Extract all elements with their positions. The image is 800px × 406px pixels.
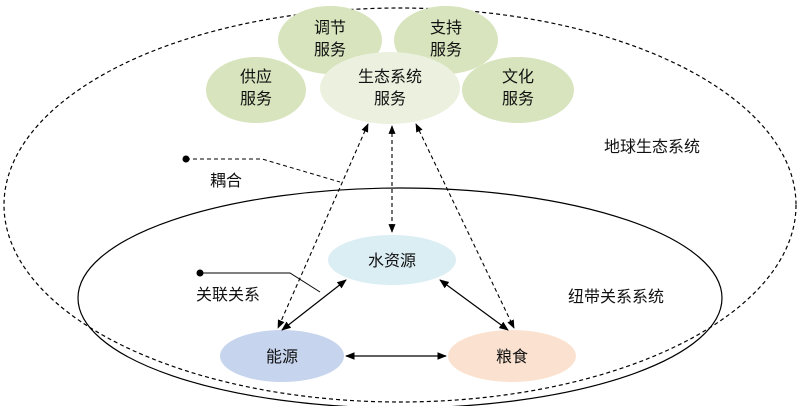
water-food-arrow-icon	[439, 279, 509, 331]
food-node	[448, 330, 576, 382]
earth-ecosystem-boundary	[3, 7, 797, 403]
core-ecosystem-service-node	[320, 52, 460, 124]
core-service-label-2: 服务	[374, 89, 406, 108]
core-service-label-1: 生态系统	[358, 67, 422, 86]
service-food-dashed-arrow-icon	[415, 123, 515, 329]
energy-node	[220, 330, 344, 382]
food-label: 粮食	[496, 347, 528, 366]
provisioning-service-label-2: 服务	[240, 89, 272, 108]
regulating-service-label-2: 服务	[314, 40, 346, 59]
cultural-service-label-2: 服务	[502, 89, 534, 108]
nexus-system-label: 纽带关系系统	[568, 287, 664, 306]
regulating-service-label-1: 调节	[314, 18, 346, 37]
cultural-service-node	[462, 57, 574, 123]
water-label: 水资源	[368, 251, 416, 270]
energy-label: 能源	[266, 347, 298, 366]
supporting-service-label-1: 支持	[430, 18, 462, 37]
provisioning-service-label-1: 供应	[240, 67, 272, 86]
nexus-system-boundary	[77, 187, 723, 406]
water-energy-arrow-icon	[281, 279, 347, 331]
coupling-label: 耦合	[210, 171, 242, 190]
provisioning-service-node	[206, 57, 306, 123]
relation-label: 关联关系	[196, 285, 260, 304]
supporting-service-label-2: 服务	[430, 40, 462, 59]
cultural-service-label-1: 文化	[502, 67, 534, 86]
relation-leader-line	[200, 272, 321, 293]
earth-ecosystem-label: 地球生态系统	[604, 137, 700, 156]
